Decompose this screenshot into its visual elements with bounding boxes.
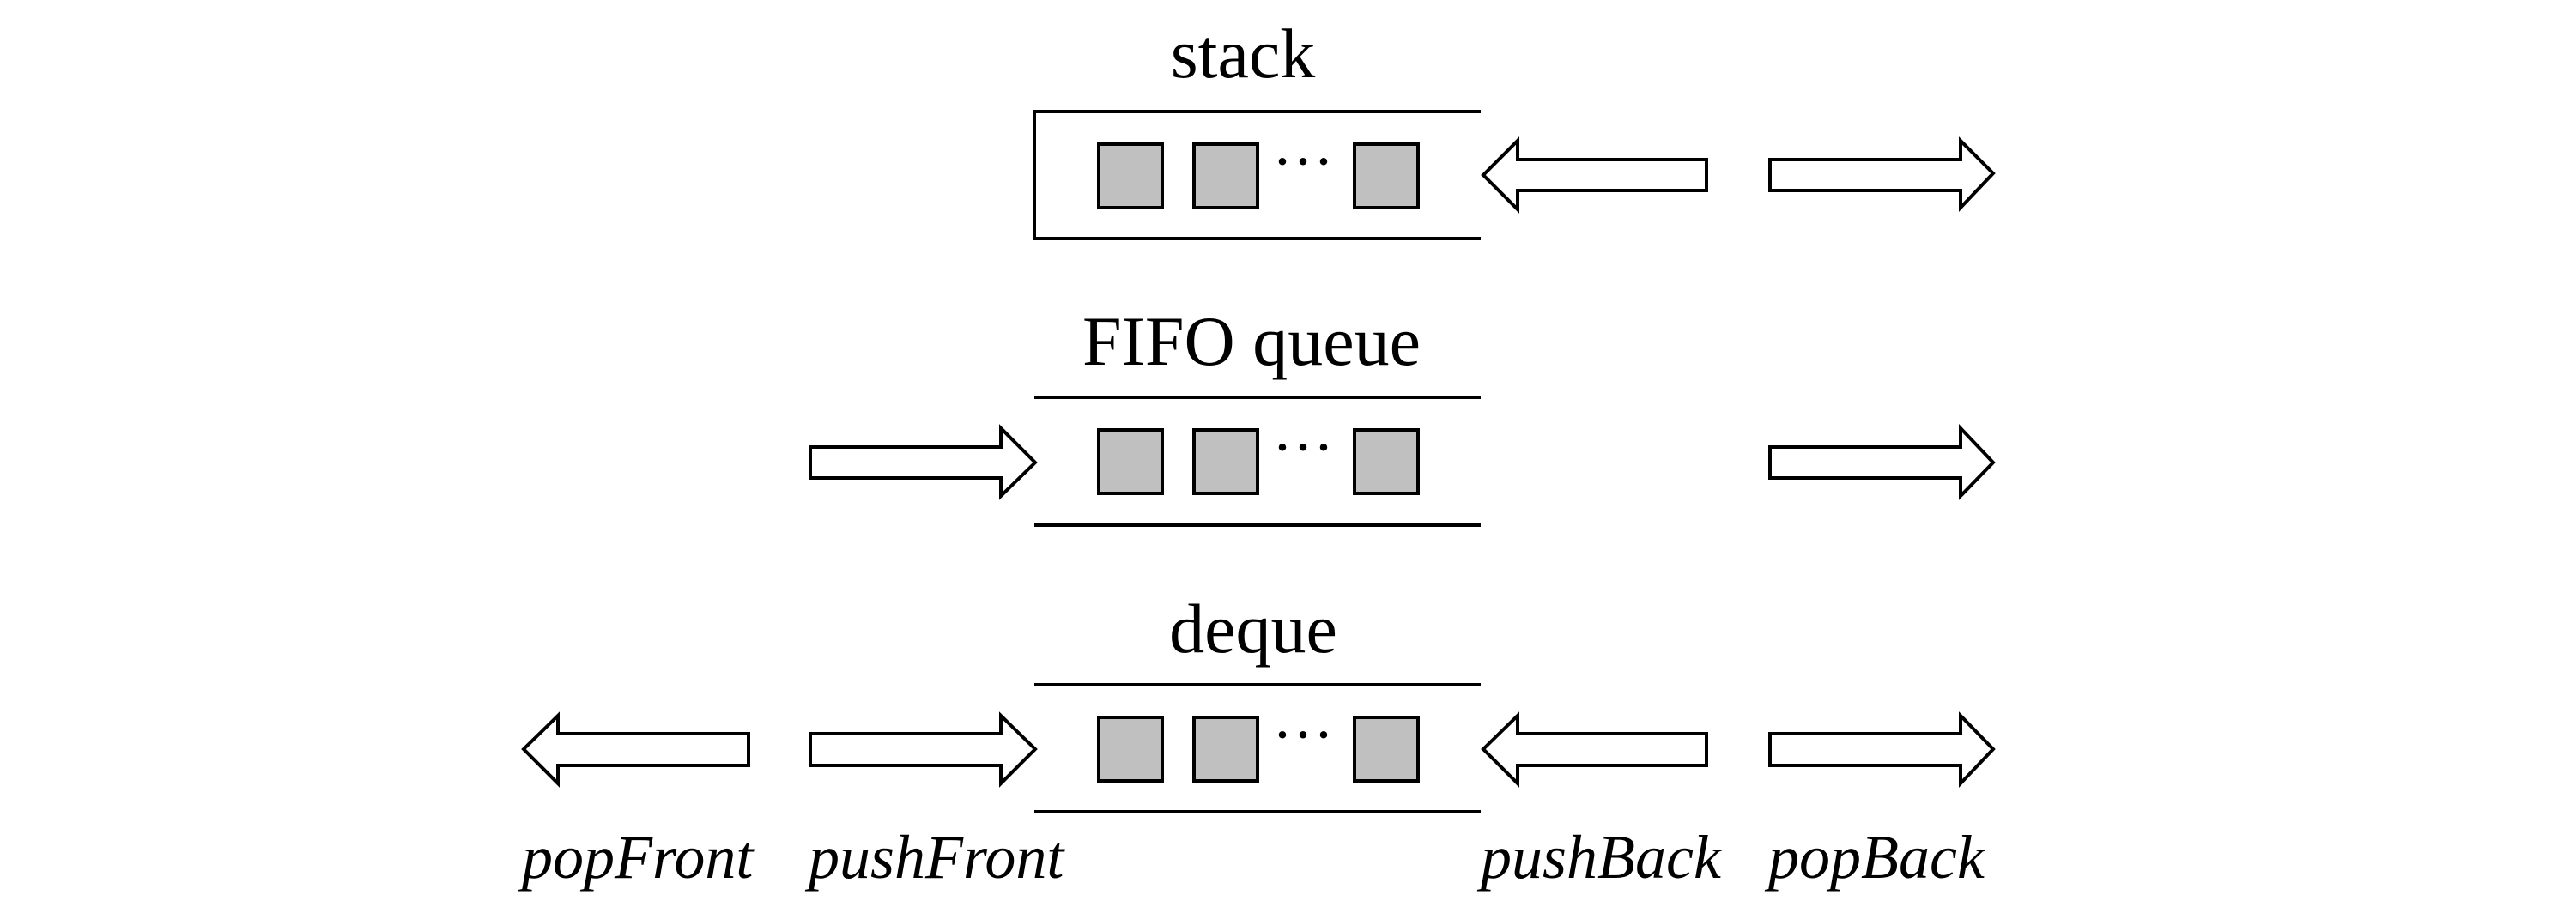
stack-pop-back-arrow bbox=[1768, 136, 1996, 213]
fifo-push-front-arrow bbox=[809, 424, 1038, 500]
fifo-pop-back-arrow bbox=[1768, 423, 1996, 500]
deque-element bbox=[1353, 716, 1420, 783]
stack-ellipsis: ··· bbox=[1272, 127, 1334, 196]
fifo-element bbox=[1192, 428, 1259, 495]
deque-element bbox=[1192, 716, 1259, 783]
deque-pop-front-arrow bbox=[521, 711, 750, 788]
stack-element bbox=[1192, 142, 1259, 209]
stack-element bbox=[1353, 142, 1420, 209]
pop-front-label: popFront bbox=[518, 823, 755, 892]
fifo-element bbox=[1353, 428, 1420, 495]
deque-push-front-arrow bbox=[809, 711, 1038, 788]
stack-container bbox=[1033, 110, 1481, 240]
fifo-element bbox=[1097, 428, 1164, 495]
push-front-label: pushFront bbox=[804, 823, 1065, 892]
deque-element bbox=[1097, 716, 1164, 783]
deque-group: deque ··· bbox=[521, 590, 1996, 813]
deque-ellipsis: ··· bbox=[1272, 700, 1334, 769]
stack-push-back-arrow bbox=[1481, 136, 1708, 214]
push-back-label: pushBack bbox=[1476, 823, 1723, 892]
stack-element bbox=[1097, 142, 1164, 209]
pop-back-label: popBack bbox=[1764, 823, 1986, 892]
deque-pop-back-arrow bbox=[1768, 711, 1996, 789]
stack-title: stack bbox=[1171, 15, 1315, 93]
fifo-title: FIFO queue bbox=[1082, 302, 1421, 380]
fifo-ellipsis: ··· bbox=[1272, 413, 1334, 481]
stack-group: stack ··· bbox=[1033, 15, 1996, 240]
deque-title: deque bbox=[1169, 590, 1337, 668]
fifo-group: FIFO queue ··· bbox=[809, 302, 1996, 527]
deque-push-back-arrow bbox=[1481, 711, 1708, 788]
